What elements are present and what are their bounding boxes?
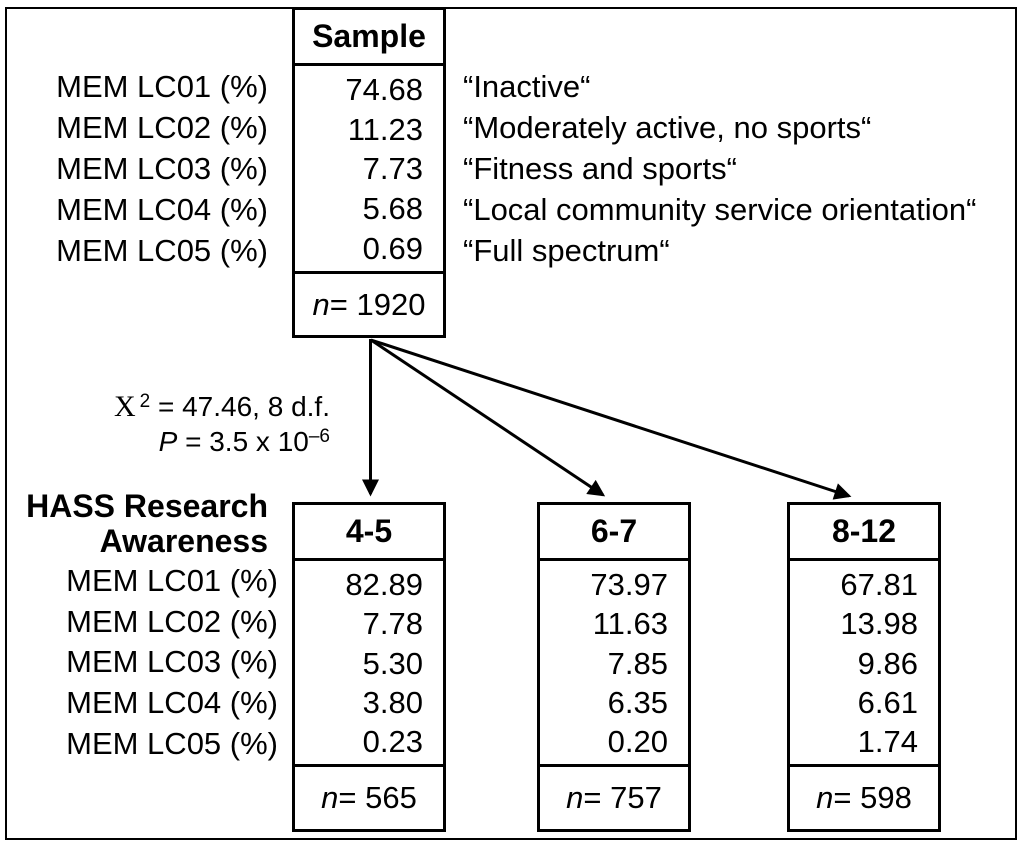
class-name-label: “Full spectrum“	[463, 232, 670, 268]
row-label: MEM LC02 (%)	[56, 109, 268, 145]
row-label: MEM LC01 (%)	[66, 563, 278, 599]
hass-label-line2: Awareness	[99, 523, 268, 559]
group-n: n = 598	[790, 767, 938, 829]
group-box-8-12: 8-12 67.81 13.98 9.86 6.61 1.74 n = 598	[787, 502, 941, 832]
row-label: MEM LC01 (%)	[56, 68, 268, 104]
sample-value: 74.68	[345, 71, 423, 107]
sample-n: n = 1920	[295, 274, 443, 335]
chi-exponent: 2	[139, 391, 151, 412]
chi-text: = 47.46, 8 d.f.	[150, 391, 330, 422]
row-label: MEM LC03 (%)	[56, 150, 268, 186]
group-value: 7.85	[607, 645, 668, 681]
group-row-labels: MEM LC01 (%) MEM LC02 (%) MEM LC03 (%) M…	[20, 561, 278, 764]
n-value: = 565	[338, 780, 417, 815]
group-value: 67.81	[840, 566, 918, 602]
n-symbol: n	[566, 780, 584, 815]
n-value: = 757	[583, 780, 662, 815]
group-value: 82.89	[345, 566, 423, 602]
group-header: 6-7	[540, 505, 688, 561]
class-name-label: “Moderately active, no sports“	[463, 109, 872, 145]
n-value: = 1920	[329, 286, 426, 322]
class-name-label: “Fitness and sports“	[463, 150, 737, 186]
group-n: n = 757	[540, 767, 688, 829]
group-value: 13.98	[840, 606, 918, 642]
p-text: = 3.5 x 10	[177, 426, 309, 457]
group-box-6-7: 6-7 73.97 11.63 7.85 6.35 0.20 n = 757	[537, 502, 691, 832]
sample-value: 5.68	[362, 191, 423, 227]
n-value: = 598	[833, 780, 912, 815]
n-symbol: n	[816, 780, 834, 815]
sample-box: Sample 74.68 11.23 7.73 5.68 0.69 n = 19…	[292, 7, 446, 338]
sample-value: 7.73	[362, 151, 423, 187]
row-label: MEM LC05 (%)	[56, 232, 268, 268]
figure-border	[5, 7, 1017, 840]
latent-class-names: “Inactive“ “Moderately active, no sports…	[463, 66, 1013, 271]
group-value: 9.86	[857, 645, 918, 681]
hass-research-awareness-label: HASS Research Awareness	[20, 489, 268, 559]
group-value: 7.78	[362, 606, 423, 642]
group-header: 4-5	[295, 505, 443, 561]
p-exponent: –6	[308, 426, 330, 447]
group-n: n = 565	[295, 767, 443, 829]
group-value: 3.80	[362, 684, 423, 720]
sample-values: 74.68 11.23 7.73 5.68 0.69	[295, 66, 443, 274]
row-label: MEM LC04 (%)	[66, 685, 278, 721]
p-symbol: P	[158, 426, 178, 457]
group-value: 0.20	[607, 724, 668, 760]
row-label: MEM LC02 (%)	[66, 603, 278, 639]
n-symbol: n	[321, 780, 339, 815]
group-header: 8-12	[790, 505, 938, 561]
group-values: 82.89 7.78 5.30 3.80 0.23	[295, 561, 443, 767]
group-box-4-5: 4-5 82.89 7.78 5.30 3.80 0.23 n = 565	[292, 502, 446, 832]
group-values: 67.81 13.98 9.86 6.61 1.74	[790, 561, 938, 767]
chi-symbol: X	[113, 390, 136, 423]
row-label: MEM LC04 (%)	[56, 191, 268, 227]
class-name-label: “Local community service orientation“	[463, 191, 977, 227]
row-label: MEM LC05 (%)	[66, 725, 278, 761]
group-values: 73.97 11.63 7.85 6.35 0.20	[540, 561, 688, 767]
group-value: 5.30	[362, 645, 423, 681]
class-name-label: “Inactive“	[463, 68, 591, 104]
sample-row-labels: MEM LC01 (%) MEM LC02 (%) MEM LC03 (%) M…	[20, 66, 268, 271]
row-label: MEM LC03 (%)	[66, 644, 278, 680]
group-value: 6.61	[857, 684, 918, 720]
n-symbol: n	[312, 286, 330, 322]
group-value: 0.23	[362, 724, 423, 760]
group-value: 11.63	[592, 606, 668, 642]
group-value: 6.35	[607, 684, 668, 720]
p-value-stat: P = 3.5 x 10–6	[60, 426, 330, 461]
hass-label-line1: HASS Research	[26, 488, 268, 524]
sample-value: 0.69	[362, 231, 423, 267]
sample-header: Sample	[295, 10, 443, 66]
sample-value: 11.23	[347, 111, 423, 147]
group-value: 73.97	[590, 566, 668, 602]
group-value: 1.74	[857, 724, 918, 760]
